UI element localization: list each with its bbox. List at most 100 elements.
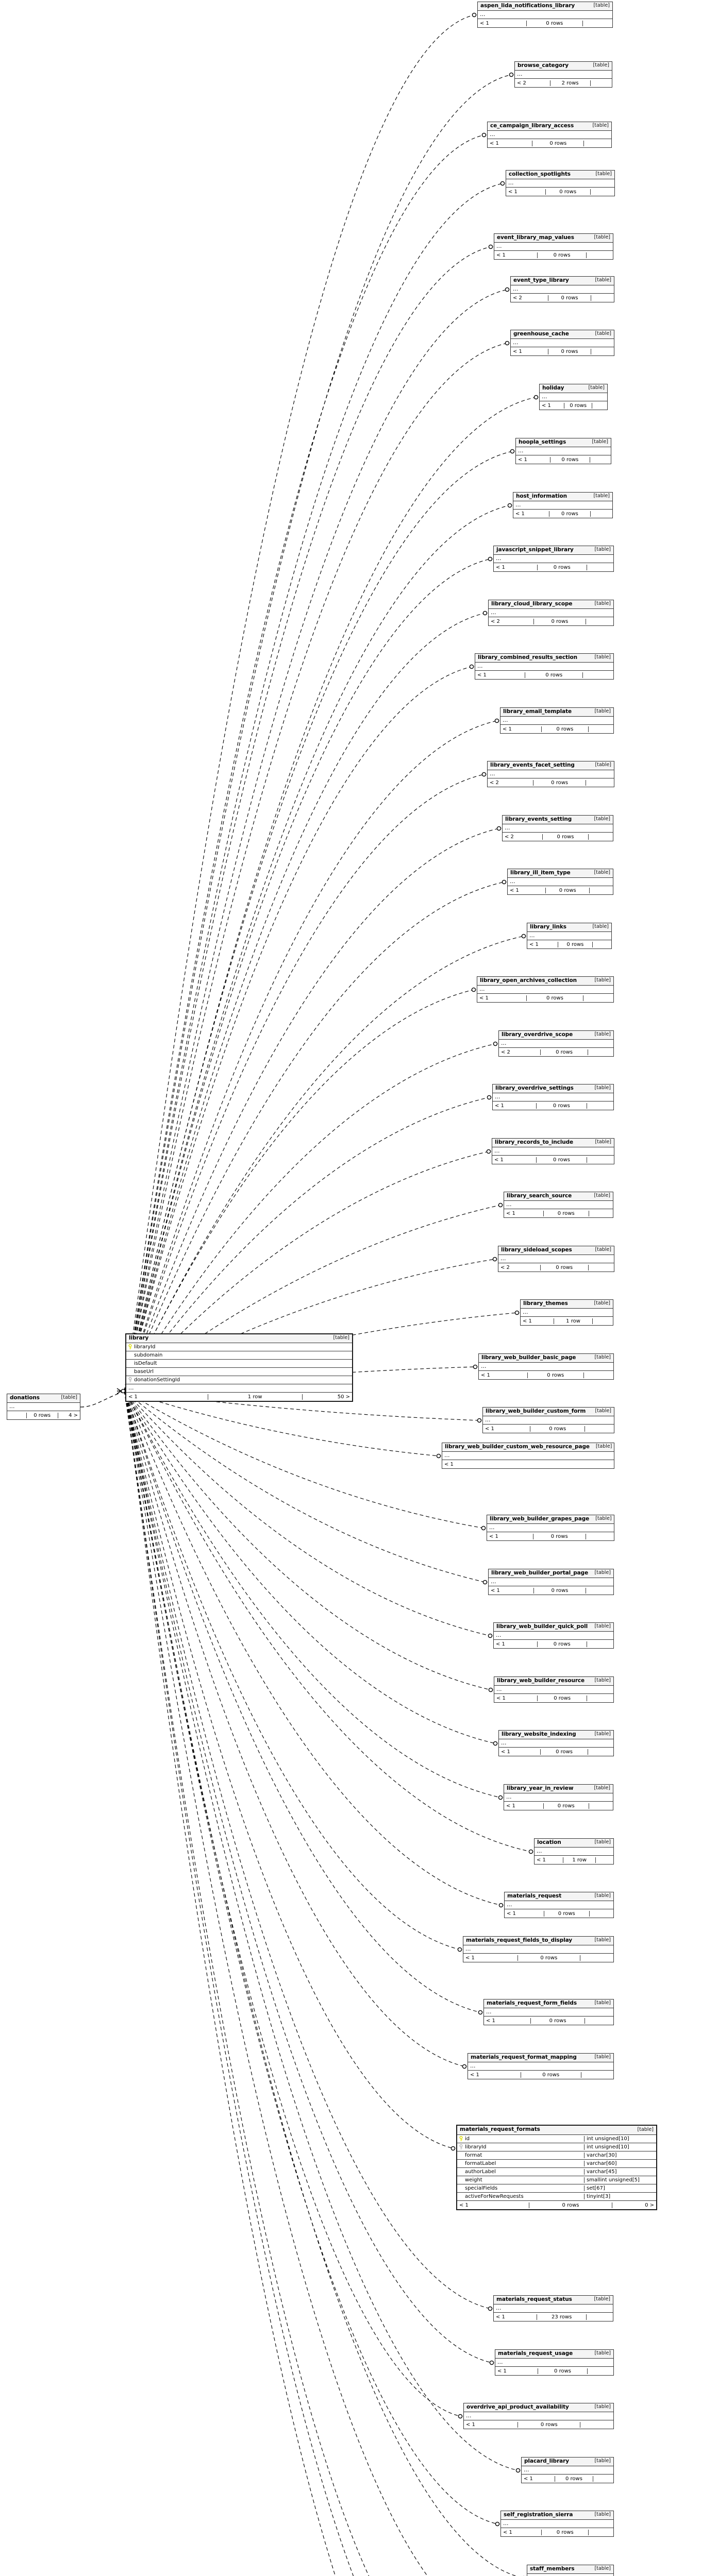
parent-count: < 1 bbox=[477, 672, 487, 678]
table-type-label: [table] bbox=[588, 385, 605, 391]
table-node-library-web-builder-grapes-page[interactable]: library_web_builder_grapes_page[table]..… bbox=[487, 1515, 614, 1541]
parent-count: < 1 bbox=[485, 1426, 494, 1432]
column-row[interactable]: libraryId bbox=[126, 1343, 352, 1351]
table-node-aspen-lida-notifications-library[interactable]: aspen_lida_notifications_library[table].… bbox=[477, 2, 613, 28]
more-columns-ellipsis: ... bbox=[7, 1403, 80, 1411]
table-type-label: [table] bbox=[594, 2350, 611, 2357]
no-key-spacer bbox=[128, 1369, 132, 1375]
table-name: materials_request_usage bbox=[498, 2350, 573, 2357]
table-node-library-open-archives-collection[interactable]: library_open_archives_collection[table].… bbox=[477, 976, 614, 1003]
more-columns-ellipsis: ... bbox=[504, 1793, 613, 1802]
row-count: 23 rows bbox=[537, 2314, 587, 2320]
table-node-library-web-builder-basic-page[interactable]: library_web_builder_basic_page[table]...… bbox=[478, 1353, 614, 1380]
more-columns-ellipsis: ... bbox=[511, 339, 614, 347]
table-type-label: [table] bbox=[594, 977, 611, 984]
column-name: authorLabel bbox=[465, 2169, 496, 2175]
table-node-overdrive-api-product-availability[interactable]: overdrive_api_product_availability[table… bbox=[463, 2403, 614, 2429]
table-node-library-web-builder-portal-page[interactable]: library_web_builder_portal_page[table]..… bbox=[488, 1569, 614, 1595]
no-key-spacer bbox=[459, 2161, 463, 2166]
row-count: 0 rows bbox=[543, 1210, 589, 1216]
table-node-library-web-builder-quick-poll[interactable]: library_web_builder_quick_poll[table]...… bbox=[493, 1622, 614, 1649]
table-name: library_themes bbox=[523, 1300, 568, 1307]
column-row[interactable]: baseUrl bbox=[126, 1368, 352, 1376]
table-header: placard_library[table] bbox=[522, 2458, 613, 2466]
table-node-materials-request-format-mapping[interactable]: materials_request_format_mapping[table].… bbox=[467, 2053, 614, 2079]
table-type-label: [table] bbox=[594, 2000, 611, 2006]
table-node-donations[interactable]: donations [table] ... 0 rows 4 > bbox=[7, 1394, 80, 1420]
table-node-staff-members[interactable]: staff_members[table]...< 10 rows bbox=[527, 2565, 614, 2576]
parent-count: < 1 bbox=[529, 941, 539, 947]
row-count: 0 rows bbox=[536, 1157, 588, 1163]
parent-count: < 1 bbox=[542, 402, 551, 409]
table-type-label: [table] bbox=[595, 1444, 612, 1450]
column-row[interactable]: isDefault bbox=[126, 1360, 352, 1368]
table-node-materials-request-form-fields[interactable]: materials_request_form_fields[table]...<… bbox=[483, 1999, 614, 2025]
table-node-library-combined-results-section[interactable]: library_combined_results_section[table].… bbox=[475, 653, 614, 680]
more-columns-ellipsis: ... bbox=[504, 1201, 613, 1209]
table-name: library_links bbox=[530, 923, 566, 930]
more-columns-ellipsis: ... bbox=[527, 2574, 613, 2576]
column-row[interactable]: donationSettingId bbox=[126, 1376, 352, 1384]
foreign-key-icon bbox=[128, 1377, 132, 1383]
table-node-library-web-builder-custom-web-resource-page[interactable]: library_web_builder_custom_web_resource_… bbox=[442, 1443, 614, 1469]
parent-count: < 2 bbox=[517, 80, 526, 86]
column-row[interactable]: subdomain bbox=[126, 1351, 352, 1360]
table-header: overdrive_api_product_availability[table… bbox=[464, 2403, 613, 2412]
table-node-materials-request-fields-to-display[interactable]: materials_request_fields_to_display[tabl… bbox=[463, 1936, 614, 1962]
more-columns-ellipsis: ... bbox=[488, 131, 611, 139]
table-node-library-events-facet-setting[interactable]: library_events_facet_setting[table]...< … bbox=[487, 761, 614, 787]
table-name: library bbox=[129, 1334, 149, 1341]
table-node-library-web-builder-custom-form[interactable]: library_web_builder_custom_form[table]..… bbox=[482, 1407, 614, 1433]
table-node-library-cloud-library-scope[interactable]: library_cloud_library_scope[table]...< 2… bbox=[488, 600, 614, 626]
column-type: int unsigned[10] bbox=[584, 2144, 656, 2150]
row-count: 0 rows bbox=[532, 140, 585, 146]
table-type-label: [table] bbox=[595, 171, 612, 177]
table-node-library-web-builder-resource[interactable]: library_web_builder_resource[table]...< … bbox=[494, 1676, 614, 1703]
table-header: host_information[table] bbox=[513, 493, 612, 501]
row-count: 0 rows bbox=[564, 402, 593, 409]
column-type: tinyint[3] bbox=[584, 2194, 656, 2199]
